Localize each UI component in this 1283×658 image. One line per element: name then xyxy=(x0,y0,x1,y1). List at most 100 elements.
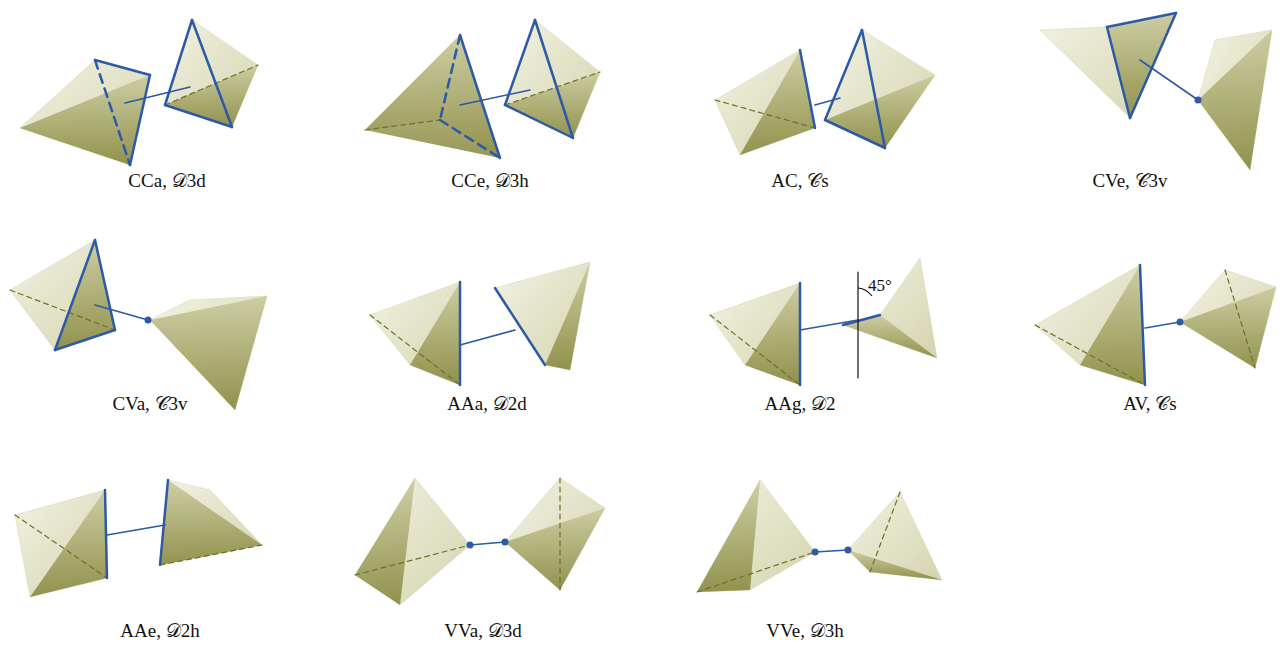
tetrahedron-body xyxy=(710,283,800,385)
center-line xyxy=(95,305,148,320)
tetrahedron-face xyxy=(365,35,500,158)
hidden-edge xyxy=(370,315,460,385)
configuration-caption: CVa, 𝒞3v xyxy=(112,393,187,415)
tetrahedron-face xyxy=(1080,265,1145,385)
hidden-edge xyxy=(355,545,470,575)
contact-edge xyxy=(105,490,107,578)
vertex-dot xyxy=(1195,97,1202,104)
center-line xyxy=(470,542,505,545)
configuration-caption: AAe, 𝒟2h xyxy=(120,620,199,642)
tetrahedron-face xyxy=(825,75,935,148)
configuration-caption: VVe, 𝒟3h xyxy=(766,620,843,642)
tetrahedron-face xyxy=(1107,13,1176,118)
tetrahedron-body xyxy=(505,20,600,138)
tetrahedron-face xyxy=(843,315,937,358)
tetrahedron-face xyxy=(505,72,600,138)
tetrahedron-body xyxy=(20,60,150,165)
tetrahedron-body xyxy=(1198,30,1272,170)
contact-edge xyxy=(160,480,168,565)
contact-edge xyxy=(799,283,802,385)
center-line xyxy=(1145,322,1180,328)
configuration-caption: CCa, 𝒟3d xyxy=(128,170,205,192)
contact-edge xyxy=(535,20,573,138)
tetrahedron-body xyxy=(365,35,500,158)
contact-edge xyxy=(1107,27,1130,118)
contact-edge xyxy=(459,282,462,385)
tetrahedron-face xyxy=(160,480,262,565)
tetrahedron-body xyxy=(370,282,460,385)
tetrahedron-face xyxy=(740,50,815,155)
center-line xyxy=(1140,60,1198,100)
vertex-dot xyxy=(467,542,474,549)
hidden-edge xyxy=(697,552,815,592)
contact-edge xyxy=(1130,13,1176,118)
tetrahedron-body xyxy=(15,490,107,597)
center-line xyxy=(107,525,165,535)
tetrahedron-body xyxy=(715,50,815,155)
configuration-caption: AAa, 𝒟2d xyxy=(447,393,526,415)
tetrahedron-face xyxy=(20,75,150,165)
contact-edge xyxy=(825,120,885,148)
contact-edge xyxy=(95,60,150,75)
contact-edge xyxy=(1140,265,1145,385)
contact-edge xyxy=(862,30,885,148)
hidden-edge xyxy=(365,120,440,130)
contact-edge xyxy=(95,240,115,330)
tetrahedron-face xyxy=(1180,287,1276,368)
tetrahedron-face xyxy=(410,282,460,385)
contact-edge xyxy=(55,240,95,350)
center-line xyxy=(815,550,848,552)
tetrahedron-body xyxy=(1040,13,1176,118)
center-line xyxy=(800,320,858,330)
center-line xyxy=(460,330,515,345)
contact-edge xyxy=(55,330,115,350)
tetrahedron-face xyxy=(355,478,415,605)
hidden-edge xyxy=(10,290,115,330)
angle-label: 45° xyxy=(868,276,892,296)
hidden-edge xyxy=(715,100,815,128)
vertex-dot xyxy=(845,547,852,554)
tetrahedron-face xyxy=(545,262,590,370)
tetrahedron-face xyxy=(150,296,267,410)
tetrahedron-face xyxy=(848,550,942,580)
configuration-caption: AAg, 𝒟2 xyxy=(765,393,836,415)
tetrahedron-body xyxy=(10,240,115,350)
hidden-edge xyxy=(15,515,107,578)
tetrahedron-body xyxy=(1035,265,1145,385)
hidden-edge xyxy=(160,545,262,565)
hidden-edge xyxy=(870,492,900,572)
center-line xyxy=(815,98,840,105)
tetrahedron-body xyxy=(355,478,470,605)
tetrahedron-face xyxy=(745,283,800,385)
contact-edge xyxy=(495,288,545,365)
center-line xyxy=(125,87,190,103)
configuration-caption: AC, 𝒞s xyxy=(771,170,828,192)
tetrahedron-body xyxy=(697,480,815,592)
configuration-caption: AV, 𝒞s xyxy=(1123,393,1176,415)
tetrahedron-face xyxy=(1198,30,1272,170)
tetrahedron-body xyxy=(165,20,258,127)
tetrahedron-face xyxy=(505,508,605,590)
tetrahedron-body xyxy=(848,492,942,580)
contact-edge xyxy=(843,315,880,325)
vertex-dot xyxy=(145,317,152,324)
vertex-dot xyxy=(812,549,819,556)
vertex-dot xyxy=(502,539,509,546)
tetrahedron-face xyxy=(55,240,115,350)
hidden-blue-edge xyxy=(440,120,500,158)
tetrahedron-face xyxy=(30,490,107,597)
tetrahedron-face xyxy=(697,480,760,592)
tetrahedron-body xyxy=(825,30,935,148)
hidden-edge xyxy=(710,315,800,385)
tetrahedron-body xyxy=(150,296,267,410)
configuration-caption: CCe, 𝒟3h xyxy=(451,170,528,192)
contact-edge xyxy=(505,105,573,138)
hidden-edge xyxy=(1225,270,1255,368)
hidden-blue-edge xyxy=(95,60,130,165)
configuration-caption: CVe, 𝒞3v xyxy=(1092,170,1167,192)
tetrahedron-body xyxy=(505,478,605,590)
vertex-dot xyxy=(1177,319,1184,326)
tetrahedron-body xyxy=(160,480,262,565)
